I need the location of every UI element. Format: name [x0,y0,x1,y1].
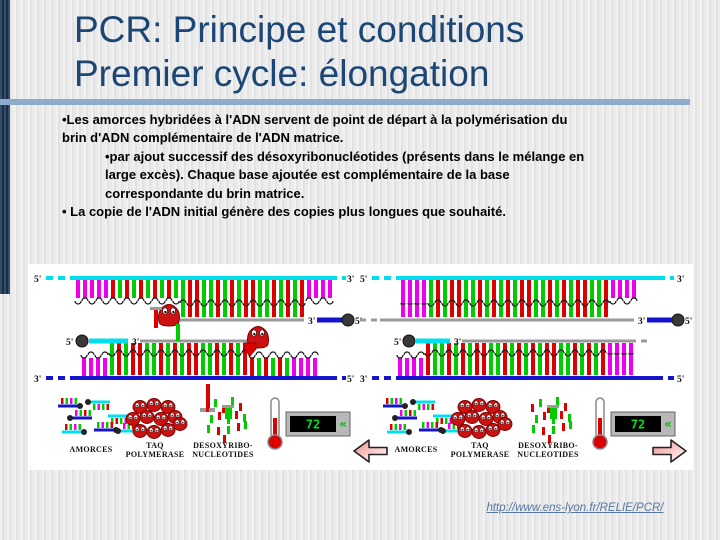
free-nucleotide-icon [176,324,180,341]
title-line-2: Premier cycle: élongation [74,53,490,94]
bullet-text-block: •Les amorces hybridées à l'ADN servent d… [62,111,712,221]
strand-label: 5' [677,375,684,385]
strand-label: 5' [360,275,367,285]
strand-label: AMORCES [70,445,113,454]
strand-label: 5' [355,317,362,327]
strand-label: 5' [394,338,401,348]
amorces-icon-cluster [383,398,465,435]
bullet-line: •Les amorces hybridées à l'ADN servent d… [62,112,568,127]
nucleotides-cluster [531,397,572,443]
title-underline [0,99,690,105]
phosphate-ball-icon [402,334,416,348]
free-nucleotide-icon [206,384,210,408]
left-panel-duplex-1: 5' 3' 3' 5' [34,275,362,327]
temperature-display: 72 « [610,411,676,437]
temperature-value: 72 [631,418,645,432]
title-line-1: PCR: Principe et conditions [74,9,525,50]
thermometer-icon [267,397,283,450]
strand-label: POLYMERASE [451,450,510,459]
bullet-line: • La copie de l'ADN initial génère des c… [62,204,506,220]
left-panel-duplex-2: 3' 5' 5' 3' [34,326,354,385]
strand-label: 3' [132,338,139,348]
strand-label: POLYMERASE [126,450,185,459]
bullet-line: large excès). Chaque base ajoutée est co… [105,167,510,183]
strand-label: TAQ [471,441,489,450]
source-link[interactable]: http://www.ens-lyon.fr/RELIE/PCR/ [486,502,664,514]
strand-label: TAQ [146,441,164,450]
strand-label: DESOXYRIBO- [518,441,578,450]
phosphate-ball-icon [75,334,89,348]
strand-label: 3' [360,375,367,385]
strand-label: 3' [347,275,354,285]
nucleotides-cluster [206,397,247,443]
prev-step-arrow-button[interactable] [353,439,388,463]
strand-label: 5' [66,338,73,348]
right-panel-duplex-1: 5' 3' 3' 5' [360,275,692,327]
strand-label: 3' [454,338,461,348]
bullet-line: •par ajout successif des désoxyribonuclé… [105,148,585,164]
strand-label: AMORCES [395,445,438,454]
right-panel-duplex-2: 3' 5' 5' 3' [360,334,684,385]
incoming-nucleotide-icon [243,342,257,357]
temperature-display: 72 « [285,411,351,437]
phosphate-ball-icon [671,313,685,327]
strand-label: 5' [685,317,692,327]
strand-label: 3' [308,317,315,327]
strand-label: 3' [638,317,645,327]
next-step-arrow-button[interactable] [652,439,687,463]
taq-polymerase-icon [158,304,180,327]
strand-label: DESOXYRIBO- [193,441,253,450]
taq-polymerase-cluster [450,398,513,439]
free-nucleotide-icon [150,307,162,310]
taq-polymerase-cluster [125,398,188,439]
left-accent-bar [0,0,10,294]
strand-label: 5' [34,275,41,285]
temperature-value: 72 [306,418,320,432]
strand-label: NUCLEOTIDES [192,450,254,459]
strand-label: 3' [34,375,41,385]
free-nucleotide-icon [154,310,158,328]
bullet-line: brin d'ADN complémentaire de l'ADN matri… [62,130,344,146]
bullet-line: correspondante du brin matrice. [105,185,305,201]
phosphate-ball-icon [341,313,355,327]
display-chevron-icon: « [664,417,672,431]
thermometer-icon [592,397,608,450]
display-chevron-icon: « [339,417,347,431]
strand-label: 5' [347,375,354,385]
slide-title: PCR: Principe et conditions Premier cycl… [74,8,524,96]
strand-label: 3' [677,275,684,285]
strand-label: NUCLEOTIDES [517,450,579,459]
